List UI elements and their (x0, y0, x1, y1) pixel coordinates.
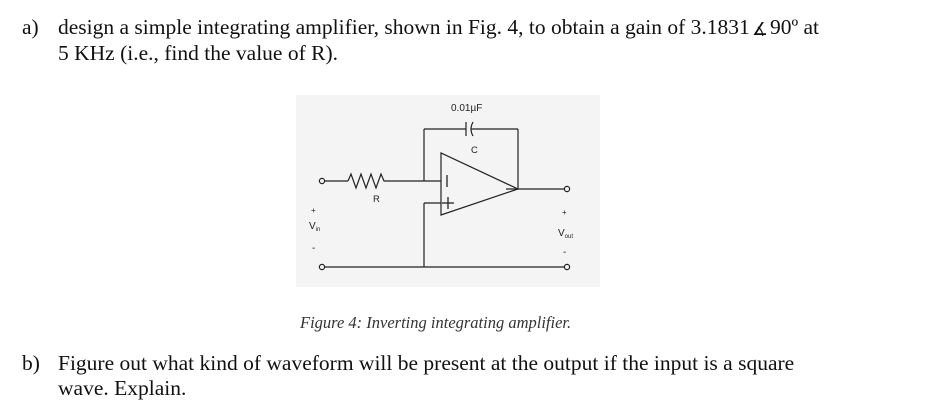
input-terminal-bottom (318, 263, 326, 271)
output-minus-sign: - (563, 247, 566, 258)
question-b-text: Figure out what kind of waveform will be… (58, 351, 794, 401)
question-a-text: design a simple integrating amplifier, s… (58, 15, 819, 66)
output-voltage-v: V (558, 228, 565, 239)
question-a-line-2: 5 KHz (i.e., find the value of R). (58, 41, 339, 65)
output-terminal-top (563, 185, 571, 193)
input-plus-sign: + (311, 206, 316, 215)
circuit-figure: 0.01µF C R + Vin - + Vout - (296, 95, 600, 287)
output-voltage-subscript: out (565, 234, 574, 240)
resistor-symbol (347, 172, 394, 190)
output-plus-sign: + (562, 208, 567, 217)
input-voltage-subscript: in (316, 227, 321, 233)
output-voltage-label: Vout (558, 228, 573, 240)
circuit-diagram: 0.01µF C R + Vin - + Vout - (309, 103, 573, 271)
resistor-label: R (373, 194, 380, 205)
angle-symbol: ∡ (751, 19, 768, 39)
input-voltage-label: Vin (309, 221, 320, 233)
question-a-line-1: design a simple integrating amplifier, s… (58, 15, 819, 41)
output-terminal-bottom (563, 263, 571, 271)
question-b-line-2: wave. Explain. (58, 376, 187, 400)
input-terminal-top (318, 177, 326, 185)
question-a-line-1-pre: design a simple integrating amplifier, s… (58, 15, 750, 39)
figure-caption: Figure 4: Inverting integrating amplifie… (300, 313, 572, 332)
question-a-label: a) (22, 15, 39, 39)
question-a-line-1-post: 90º at (769, 15, 820, 39)
question-b-line-1: Figure out what kind of waveform will be… (58, 351, 795, 375)
input-minus-sign: - (312, 243, 315, 254)
input-voltage-v: V (309, 221, 316, 232)
op-amp-symbol (440, 152, 520, 216)
capacitor-value-label: 0.01µF (451, 103, 482, 114)
capacitor-label: C (471, 145, 478, 156)
question-b-label: b) (22, 351, 40, 375)
